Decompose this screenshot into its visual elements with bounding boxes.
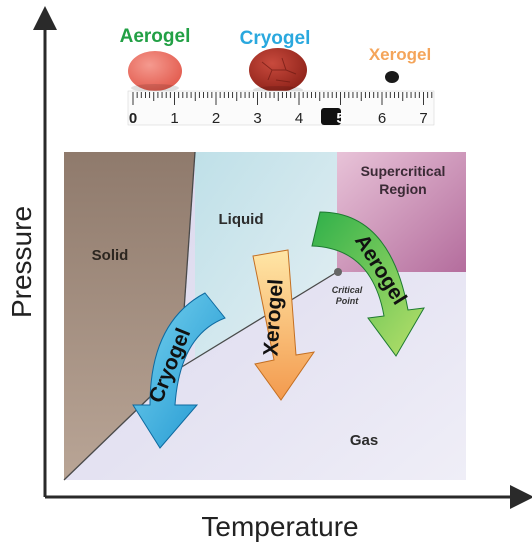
label-aerogel: Aerogel [120, 26, 191, 47]
x-axis-label: Temperature [201, 511, 358, 542]
vaporization-curve [179, 271, 338, 369]
supercritical-label-line1: Supercritical [361, 163, 446, 179]
axes [33, 5, 532, 509]
ruler-number: 4 [295, 110, 303, 127]
ruler-number: 0 [129, 110, 137, 127]
critical-point-marker [334, 268, 342, 276]
gas-label: Gas [350, 432, 378, 449]
ruler: 0 1 2 3 4 5 6 7 [127, 90, 435, 127]
critical-point-label-line2: Point [336, 296, 359, 306]
ruler-number: 5 [336, 110, 344, 127]
supercritical-label-line2: Region [379, 181, 426, 197]
ruler-number: 1 [170, 110, 178, 127]
liquid-label: Liquid [219, 211, 264, 228]
solid-region [64, 152, 195, 480]
solid-label: Solid [92, 247, 129, 264]
label-cryogel: Cryogel [240, 28, 311, 49]
critical-point-label-line1: Critical [332, 285, 363, 295]
y-axis-label: Pressure [6, 206, 37, 318]
aerogel-sample-disc [128, 51, 182, 92]
ruler-number: 3 [253, 110, 261, 127]
ruler-number: 2 [212, 110, 220, 127]
label-xerogel: Xerogel [369, 45, 431, 64]
xerogel-arrow-label: Xerogel [259, 278, 287, 356]
xerogel-arrow: Xerogel [252, 249, 316, 401]
ruler-number: 6 [378, 110, 386, 127]
xerogel-sample-disc [385, 71, 399, 83]
cryogel-sample-disc [249, 48, 307, 94]
ruler-number: 7 [419, 110, 427, 127]
